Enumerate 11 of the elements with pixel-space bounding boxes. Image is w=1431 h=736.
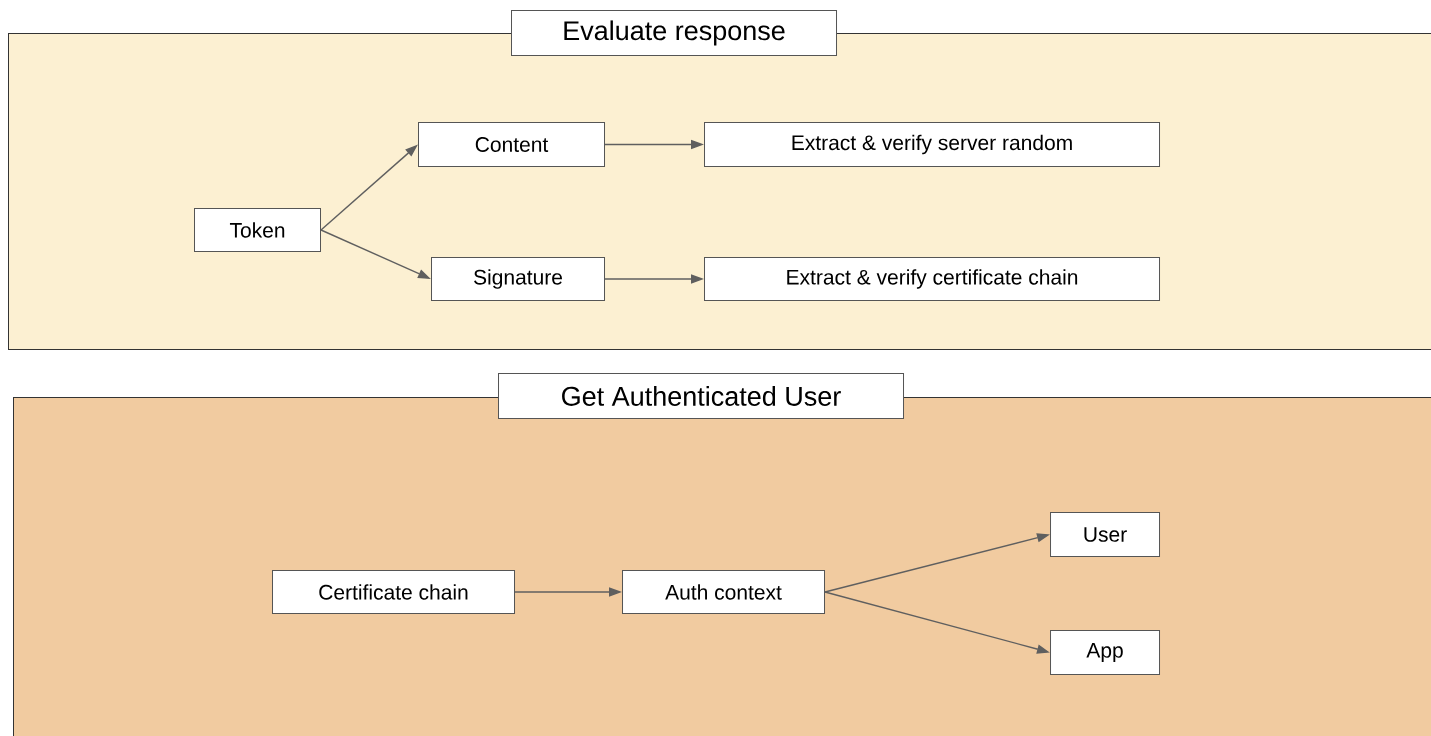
process-box: Certificate chain [272,570,515,614]
process-box: Signature [431,257,605,301]
process-box: App [1050,630,1160,675]
process-box: Extract & verify server random [704,122,1160,167]
process-box: Extract & verify certificate chain [704,257,1160,301]
process-box: User [1050,512,1160,557]
process-box: Token [194,208,321,252]
title-box: Evaluate response [511,10,837,56]
process-box: Auth context [622,570,825,614]
title-box: Get Authenticated User [498,373,904,419]
process-box: Content [418,122,605,167]
